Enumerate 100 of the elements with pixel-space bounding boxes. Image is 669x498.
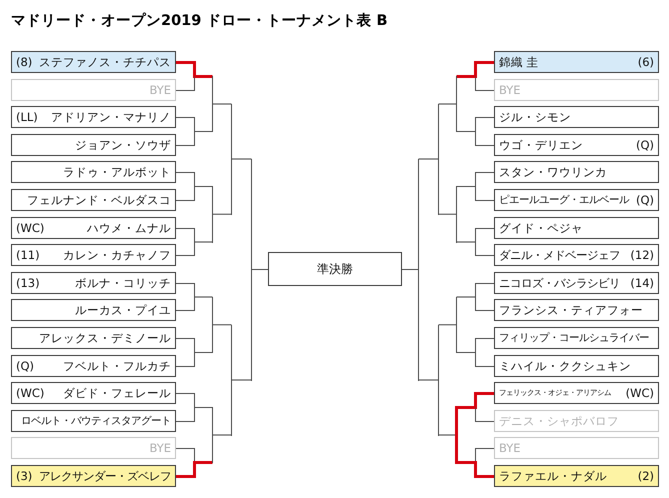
player-name: BYE (499, 83, 521, 97)
bracket-line (475, 117, 494, 132)
player-name: ラドゥ・アルボット (63, 164, 171, 180)
bracket-line (456, 296, 476, 298)
bracket-line (176, 228, 195, 242)
bracket-line (174, 461, 196, 478)
bracket-line (475, 76, 494, 91)
bracket-line (438, 214, 457, 215)
bracket-line (176, 296, 195, 311)
bracket-line (212, 324, 232, 326)
player-name: ステファノス・チチパス (39, 54, 171, 70)
player-box (494, 465, 659, 487)
player-name: ロベルト・バウティスタアグート (21, 414, 171, 428)
player-name: フランシス・ティアフォー (499, 302, 643, 318)
player-box (11, 79, 176, 101)
player-box (494, 217, 659, 239)
player-box (11, 134, 176, 156)
player-name: アレクサンダー・ズベレフ (39, 468, 171, 484)
player-name: グイド・ペジャ (499, 220, 583, 236)
bracket-line (474, 461, 496, 478)
bracket-line (194, 296, 213, 298)
bracket-line (176, 283, 195, 298)
bracket-line (475, 228, 494, 242)
bracket-line (456, 406, 476, 409)
player-name: ジル・シモン (499, 110, 571, 124)
player-box (11, 465, 176, 487)
bracket-line (251, 269, 268, 270)
bracket-line (475, 283, 494, 298)
player-name: ルーカス・プイユ (75, 302, 171, 318)
player-box (494, 382, 659, 404)
player-name: BYE (499, 441, 521, 455)
bracket-line (194, 75, 212, 78)
bracket-line (475, 242, 494, 256)
seed-label: (6) (638, 55, 654, 69)
player-box (494, 355, 659, 377)
seed-label: (3) (16, 469, 32, 483)
bracket-line (176, 117, 195, 132)
seed-label: (11) (16, 248, 40, 262)
seed-label: (Q) (16, 359, 34, 373)
bracket-line (438, 434, 457, 436)
player-name: ジョアン・ソウザ (75, 138, 171, 152)
player-box (494, 299, 659, 321)
player-name: フィリップ・コールシュライバー (499, 331, 649, 345)
bracket-line (456, 352, 476, 353)
seed-label: (WC) (626, 386, 654, 400)
seed-label: (WC) (16, 386, 44, 400)
seed-label: (12) (630, 248, 654, 262)
bracket-line (194, 131, 213, 132)
bracket-line (475, 352, 494, 367)
player-name: フェルナンド・ベルダスコ (27, 192, 171, 208)
seed-label: (13) (16, 276, 40, 290)
bracket-bar (455, 406, 458, 464)
bracket-line (418, 158, 439, 160)
title: マドリード・オープン2019 ドロー・トーナメント表 B (11, 12, 388, 30)
bracket-line (212, 434, 232, 436)
bracket-line (176, 76, 195, 91)
player-name: ミハイル・ククシュキン (499, 358, 631, 374)
round-label: 準決勝 (317, 260, 353, 278)
player-box (11, 327, 176, 349)
player-box (11, 217, 176, 239)
bracket-line (176, 242, 195, 256)
player-name: BYE (149, 441, 171, 455)
player-name: デニス・シャポバロフ (499, 414, 619, 428)
player-box (494, 79, 659, 101)
player-box (11, 161, 176, 183)
bracket-line (176, 448, 195, 463)
player-box (11, 382, 176, 404)
bracket-line (194, 352, 213, 353)
player-box (11, 244, 176, 266)
player-name: ラファエル・ナダル (499, 468, 607, 484)
bracket-line (174, 61, 196, 78)
player-box (494, 272, 659, 294)
bracket-line (176, 172, 195, 187)
player-box (11, 189, 176, 211)
seed-label: (Q) (636, 193, 654, 207)
player-name: 錦織 圭 (499, 54, 539, 70)
bracket-line (194, 407, 213, 408)
bracket-line (456, 131, 476, 132)
player-name: フベルト・フルカチ (63, 358, 171, 374)
player-box (11, 410, 176, 432)
player-box (11, 272, 176, 294)
bracket-line (475, 131, 494, 146)
player-box (11, 51, 176, 73)
player-box (494, 410, 659, 432)
seed-label: (LL) (16, 110, 38, 124)
player-box (494, 134, 659, 156)
player-box (494, 244, 659, 266)
bracket-line (402, 269, 419, 270)
bracket-line (475, 407, 494, 422)
player-box (11, 355, 176, 377)
bracket-line (194, 461, 212, 464)
bracket-line (438, 324, 457, 326)
player-name: ダビド・フェレール (63, 386, 171, 400)
bracket-line (475, 296, 494, 311)
seed-label: (14) (630, 276, 654, 290)
bracket-line (475, 448, 494, 463)
player-box (494, 161, 659, 183)
player-name: スタン・ワウリンカ (499, 164, 607, 180)
bracket-line (475, 172, 494, 187)
player-box (11, 106, 176, 128)
